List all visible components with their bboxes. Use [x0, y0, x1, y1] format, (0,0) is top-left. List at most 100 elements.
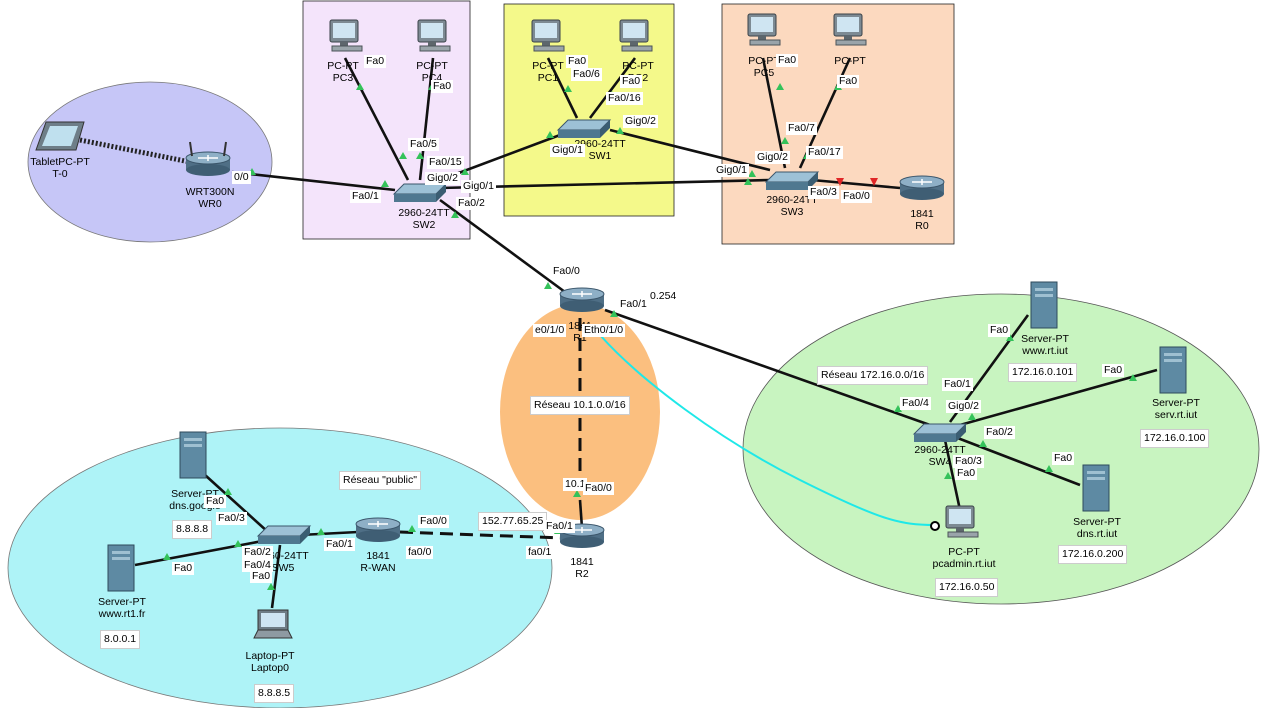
- port-up-marker: [1129, 374, 1137, 381]
- port-label: Fa0/2: [456, 197, 487, 210]
- dnsrtiut-server-icon[interactable]: [1082, 464, 1110, 512]
- port-label: Fa0: [620, 75, 643, 88]
- port-label: e0/1/0: [533, 324, 567, 337]
- port-label: Gig0/2: [623, 115, 658, 128]
- link-sw1-sw3: [609, 128, 771, 172]
- ip-label: 0.254: [648, 290, 679, 303]
- link-r2-r2ip: [578, 499, 584, 529]
- port-label: Fa0/0: [583, 482, 614, 495]
- port-up-marker: [979, 440, 987, 447]
- port-up-marker: [416, 152, 424, 159]
- port-label: Fa0/4: [900, 397, 931, 410]
- link-wr0-sw2: [231, 170, 396, 192]
- port-label: Fa0/7: [786, 122, 817, 135]
- r1-icon[interactable]: [559, 287, 605, 312]
- port-label: Fa0/16: [606, 92, 643, 105]
- port-label: Fa0: [431, 80, 454, 93]
- sw3-icon[interactable]: [764, 171, 820, 190]
- port-label: Gig0/2: [755, 151, 790, 164]
- port-up-marker: [234, 540, 242, 547]
- ip-label: 172.16.0.50: [935, 578, 999, 597]
- wwwrt1-server-icon[interactable]: [107, 544, 135, 592]
- pc6-label: PC-PT: [834, 55, 866, 67]
- pc5-icon[interactable]: [747, 13, 781, 46]
- t0-icon[interactable]: [35, 121, 85, 151]
- port-up-marker: [224, 488, 232, 495]
- link-pc2-sw1: [588, 57, 637, 119]
- port-label: Fa0/0: [841, 190, 872, 203]
- port-label: Gig0/1: [550, 144, 585, 157]
- sw4-icon[interactable]: [912, 423, 968, 442]
- port-label: Fa0/3: [216, 512, 247, 525]
- port-up-marker: [776, 83, 784, 90]
- sw5-icon[interactable]: [256, 525, 312, 544]
- port-up-marker: [356, 83, 364, 90]
- port-label: Fa0: [204, 495, 227, 508]
- port-label: 0/0: [232, 171, 251, 184]
- ip-label: 172.16.0.101: [1008, 363, 1078, 382]
- link-r1-sw4: [604, 308, 931, 427]
- ip-label: 172.16.0.200: [1058, 545, 1128, 564]
- link-dnsg-sw5: [204, 474, 269, 533]
- port-label: Fa0/1: [942, 378, 973, 391]
- link-sw2-sw1: [439, 133, 561, 182]
- port-label: Fa0/5: [408, 138, 439, 151]
- port-label: Fa0: [364, 55, 387, 68]
- console-cable: [599, 334, 936, 526]
- link-laptop-sw5: [270, 544, 282, 609]
- ip-label: 8.0.0.1: [100, 630, 141, 649]
- port-label: Fa0/3: [953, 455, 984, 468]
- port-up-marker: [546, 131, 554, 138]
- servrtiut-server-icon[interactable]: [1159, 346, 1187, 394]
- sw2-icon[interactable]: [392, 183, 448, 202]
- ip-label: 8.8.8.5: [254, 684, 295, 703]
- port-label: Gig0/1: [714, 164, 749, 177]
- port-up-marker: [399, 152, 407, 159]
- link-sw3-r0: [811, 178, 901, 190]
- port-label: Fa0/1: [324, 538, 355, 551]
- r2-icon[interactable]: [559, 523, 605, 548]
- pc2-icon[interactable]: [619, 19, 653, 52]
- port-up-marker: [163, 553, 171, 560]
- ip-label: 8.8.8.8: [172, 520, 213, 539]
- link-rwan-r2-serial: [399, 530, 563, 540]
- pc4-icon[interactable]: [417, 19, 451, 52]
- laptop0-icon[interactable]: [253, 609, 293, 639]
- wr0-icon[interactable]: [185, 141, 231, 176]
- port-label: fa0/0: [406, 546, 434, 559]
- port-label: Fa0: [566, 55, 589, 68]
- dnsgoogle-server-icon[interactable]: [179, 431, 207, 479]
- port-label: Fa0/17: [806, 146, 843, 159]
- port-up-marker: [1045, 465, 1053, 472]
- port-up-marker: [461, 168, 469, 175]
- link-pc1-sw1: [546, 57, 579, 119]
- ip-label: 172.16.0.100: [1140, 429, 1210, 448]
- port-up-marker: [564, 85, 572, 92]
- pcadmin-icon[interactable]: [945, 505, 979, 538]
- port-label: Fa0/1: [350, 190, 381, 203]
- pc1-icon[interactable]: [531, 19, 565, 52]
- port-down-marker: [836, 178, 844, 186]
- rwan-icon[interactable]: [355, 517, 401, 542]
- port-up-marker: [616, 127, 624, 134]
- port-up-marker: [573, 490, 581, 497]
- sw1-icon[interactable]: [556, 119, 612, 138]
- port-label: Fa0/15: [427, 156, 464, 169]
- port-label: Fa0/6: [571, 68, 602, 81]
- port-label: Gig0/2: [425, 172, 460, 185]
- network-label: Réseau 172.16.0.0/16: [817, 366, 929, 385]
- pc6-icon[interactable]: [833, 13, 867, 46]
- link-pc4-sw2: [418, 57, 435, 181]
- pc3-icon[interactable]: [329, 19, 363, 52]
- port-label: Fa0: [955, 467, 978, 480]
- link-sw4-pcadmin: [943, 439, 962, 511]
- link-wireless-t0-wr0: [79, 137, 191, 165]
- r0-icon[interactable]: [899, 175, 945, 200]
- wwwrtiut-server-icon[interactable]: [1030, 281, 1058, 329]
